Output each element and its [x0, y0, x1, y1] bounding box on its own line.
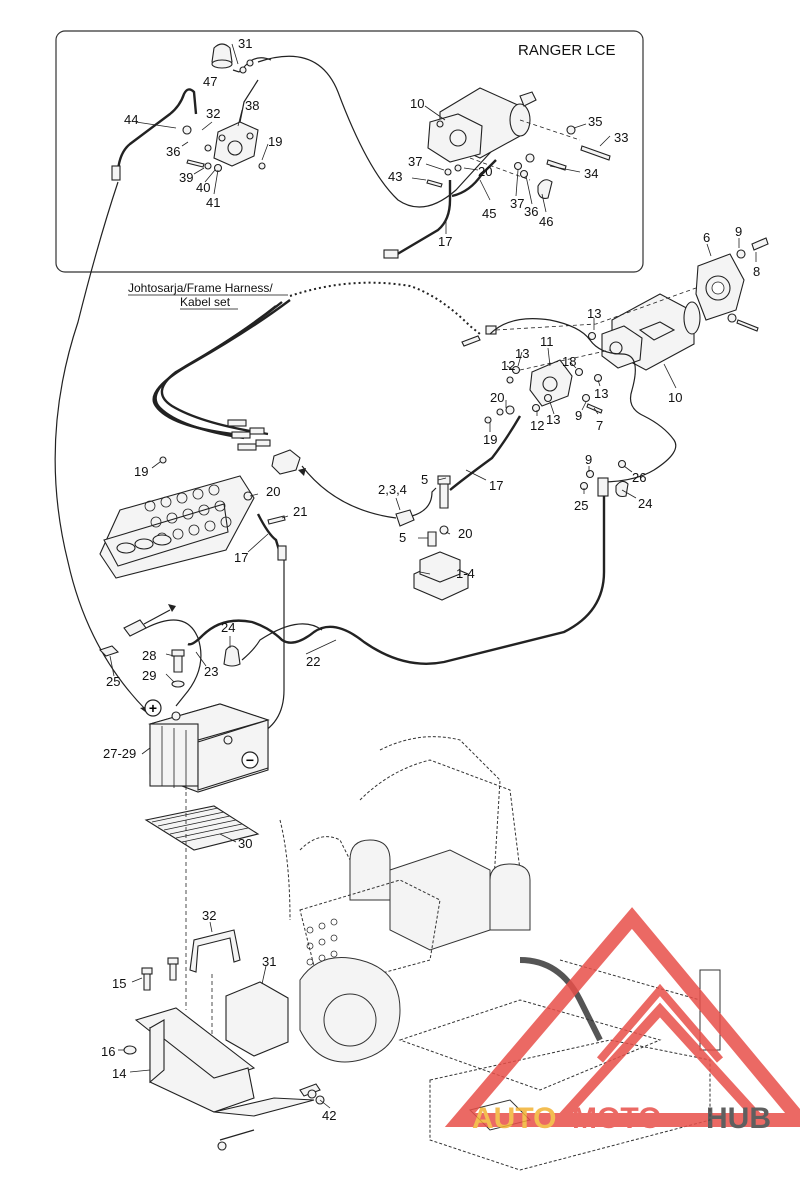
inset-title: RANGER LCE: [518, 42, 616, 59]
callouts: 31 47 44 32 38 36 19 39 40 41 10 35 33 3…: [101, 36, 760, 1123]
callout: 20: [458, 526, 472, 541]
callout: 17: [489, 478, 503, 493]
perforated-guard: [99, 475, 255, 579]
callout: 1-4: [456, 566, 475, 581]
callout: 34: [584, 166, 598, 181]
callout: 20: [490, 390, 504, 405]
callout: 22: [306, 654, 320, 669]
callout: 35: [588, 114, 602, 129]
callout: 45: [482, 206, 496, 221]
callout-leaders: [109, 43, 757, 1109]
callout: 17: [234, 550, 248, 565]
callout: 9: [735, 224, 742, 239]
callout: 31: [262, 954, 276, 969]
callout: 36: [524, 204, 538, 219]
callout: 36: [166, 144, 180, 159]
starter-motor-main: [601, 293, 701, 371]
harness-label-line1: Johtosarja/Frame Harness/: [128, 281, 273, 295]
callout: 16: [101, 1044, 115, 1059]
callout: 20: [478, 164, 492, 179]
callout: 5: [421, 472, 428, 487]
callout: 6: [703, 230, 710, 245]
callout: 13: [515, 346, 529, 361]
callout: 24: [638, 496, 652, 511]
callout: 23: [204, 664, 218, 679]
harness-connectors: [227, 419, 301, 475]
callout: 2,3,4: [378, 482, 407, 497]
inset-ranger-lce: RANGER LCE: [55, 30, 644, 273]
terminal-cover-47: [211, 43, 233, 69]
callout: 14: [112, 1066, 126, 1081]
starter-motor-inset: [427, 87, 537, 163]
callout: 21: [293, 504, 307, 519]
callout: 12: [530, 418, 544, 433]
callout: 13: [587, 306, 601, 321]
vehicle-frame-engine: [279, 736, 721, 1171]
callout: 41: [206, 195, 220, 210]
callout: 24: [221, 620, 235, 635]
battery-tray-14: [134, 1007, 315, 1117]
callout: 30: [238, 836, 252, 851]
frame-harness-label: Johtosarja/Frame Harness/ Kabel set: [128, 281, 288, 310]
battery-cover-31: [225, 981, 289, 1057]
callout: 25: [574, 498, 588, 513]
callout: 15: [112, 976, 126, 991]
battery-minus-symbol: −: [246, 752, 254, 768]
callout: 39: [179, 170, 193, 185]
automotohub-watermark: AUTO MOTO HUB: [444, 907, 800, 1135]
callout: 19: [134, 464, 148, 479]
callout: 20: [266, 484, 280, 499]
callout: 17: [438, 234, 452, 249]
callout: 13: [594, 386, 608, 401]
callout: 12: [501, 358, 515, 373]
callout: 11: [540, 334, 554, 349]
callout: 38: [245, 98, 259, 113]
callout: 13: [546, 412, 560, 427]
callout: 10: [410, 96, 424, 111]
callout: 19: [268, 134, 282, 149]
callout: 47: [203, 74, 217, 89]
callout: 9: [575, 408, 582, 423]
callout: 31: [238, 36, 252, 51]
bracket-11: [529, 359, 573, 407]
battery-strap-32: [189, 929, 241, 973]
callout: 32: [202, 908, 216, 923]
callout: 5: [399, 530, 406, 545]
callout: 7: [596, 418, 603, 433]
watermark-hub: HUB: [706, 1102, 771, 1135]
callout: 37: [510, 196, 524, 211]
callout: 10: [668, 390, 682, 405]
callout: 25: [106, 674, 120, 689]
callout: 27-29: [103, 746, 136, 761]
callout: 9: [585, 452, 592, 467]
watermark-moto: MOTO: [572, 1102, 661, 1135]
callout: 26: [632, 470, 646, 485]
harness-label-line2: Kabel set: [180, 295, 231, 309]
watermark-auto: AUTO: [472, 1102, 556, 1135]
callout: 8: [753, 264, 760, 279]
callout: 40: [196, 180, 210, 195]
callout: 29: [142, 668, 156, 683]
callout: 18: [562, 354, 576, 369]
fuse-connector-234: [395, 487, 437, 527]
callout: 37: [408, 154, 422, 169]
callout: 28: [142, 648, 156, 663]
battery-27-29: [148, 703, 270, 793]
callout: 32: [206, 106, 220, 121]
battery-plus-symbol: +: [149, 700, 157, 716]
starter-bracket-6: [695, 253, 745, 321]
callout: 42: [322, 1108, 336, 1123]
relay-1-4: [413, 551, 469, 601]
callout: 19: [483, 432, 497, 447]
callout: 33: [614, 130, 628, 145]
relay-38: [213, 79, 259, 167]
callout: 43: [388, 169, 402, 184]
callout: 44: [124, 112, 138, 127]
callout: 46: [539, 214, 553, 229]
